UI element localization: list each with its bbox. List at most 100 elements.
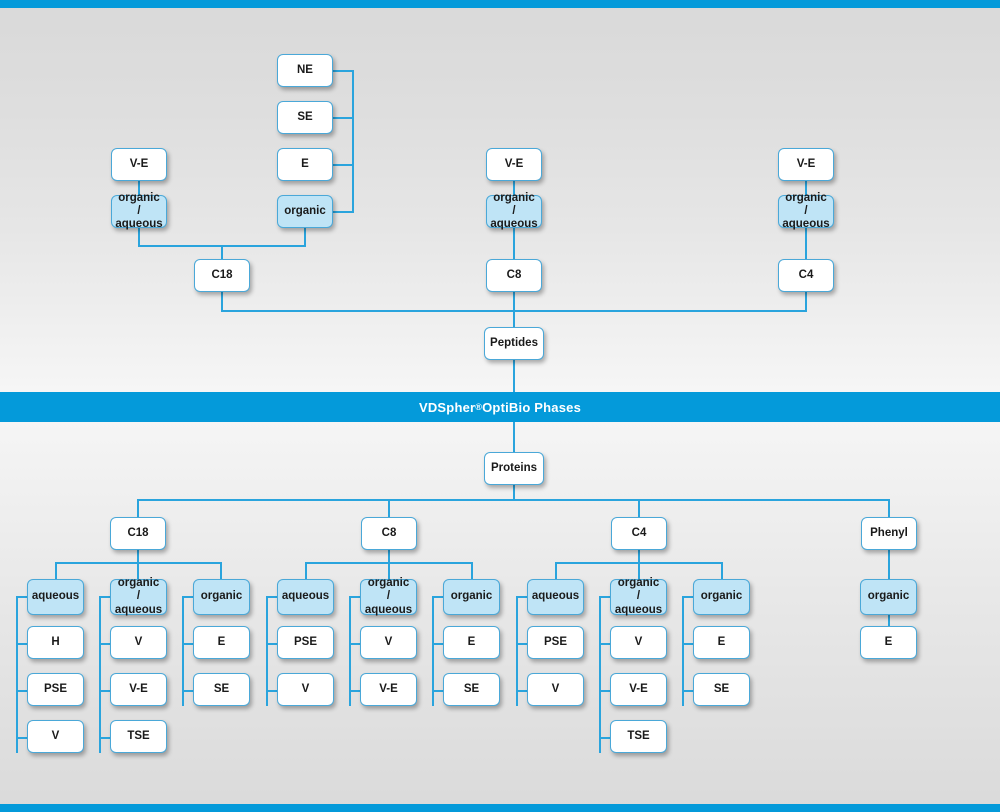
pro-phase-c18[interactable]: C18 — [110, 517, 166, 550]
pro-c18-aq-child-h[interactable]: H — [27, 626, 84, 659]
node-peptides[interactable]: Peptides — [484, 327, 544, 360]
banner-text-after: OptiBio Phases — [482, 399, 582, 415]
pro-phase-c8[interactable]: C8 — [361, 517, 417, 550]
pro-c8-mode-aqueous[interactable]: aqueous — [277, 579, 334, 615]
pep-c4-mode-organic-aqueous[interactable]: organic / aqueous — [778, 192, 834, 230]
connector-pro-c18-aq-stub-1 — [16, 643, 29, 645]
connector-pro-phenyl-to-organic — [888, 550, 890, 579]
connector-pep-c18-org-down — [304, 228, 306, 246]
pro-c18-mode-organic[interactable]: organic — [193, 579, 250, 615]
connector-proteins-down — [513, 485, 515, 500]
connector-pro-phenyl-org-to-e — [888, 615, 890, 626]
connector-pro-c18-org-stub-1 — [182, 643, 195, 645]
pro-c8-oa-child-v[interactable]: V — [360, 626, 417, 659]
box-label: E — [301, 157, 309, 170]
pro-c4-mode-organic[interactable]: organic — [693, 579, 750, 615]
pro-phase-c4[interactable]: C4 — [611, 517, 667, 550]
box-label: PSE — [293, 635, 317, 648]
connector-pep-c18-e-stub — [333, 164, 354, 166]
pro-c18-oa-child-tse[interactable]: TSE — [110, 720, 167, 753]
pro-c8-aq-child-v[interactable]: V — [277, 673, 334, 706]
pep-c18-mode-organic-aqueous[interactable]: organic / aqueous — [111, 192, 167, 230]
connector-pro-c4-to-oa — [638, 562, 640, 580]
connector-pro-c8-aq-stub-1 — [266, 643, 279, 645]
box-label: Phenyl — [870, 526, 908, 539]
pro-c18-org-child-e[interactable]: E — [193, 626, 250, 659]
pro-c18-mode-aqueous[interactable]: aqueous — [27, 579, 84, 615]
connector-pro-c8-org-stub-0 — [432, 596, 445, 598]
pro-c18-aq-child-v[interactable]: V — [27, 720, 84, 753]
connector-pep-c18-organic-bracket — [352, 70, 354, 212]
pro-c18-oa-child-v[interactable]: V — [110, 626, 167, 659]
connector-pro-c18-org-stub-0 — [182, 596, 195, 598]
pep-c18-organic-child-se[interactable]: SE — [277, 101, 333, 134]
pro-c8-org-child-e[interactable]: E — [443, 626, 500, 659]
pro-c8-org-child-se[interactable]: SE — [443, 673, 500, 706]
pro-c4-org-child-e[interactable]: E — [693, 626, 750, 659]
connector-pro-c4-aq-stub-2 — [516, 690, 529, 692]
pro-c4-mode-aqueous[interactable]: aqueous — [527, 579, 584, 615]
box-label: C8 — [381, 526, 397, 539]
pep-c8-oa-child-ve[interactable]: V-E — [486, 148, 542, 181]
pro-c4-oa-child-ve[interactable]: V-E — [610, 673, 667, 706]
connector-pro-c18-oa-stub-2 — [99, 690, 112, 692]
connector-pep-c18-oa-down — [138, 228, 140, 246]
pro-c8-mode-organic[interactable]: organic — [443, 579, 500, 615]
box-label: organic / aqueous — [782, 191, 830, 231]
pro-c4-org-child-se[interactable]: SE — [693, 673, 750, 706]
connector-pro-c4-oa-stub-1 — [599, 643, 612, 645]
bottom-accent-bar — [0, 804, 1000, 812]
pro-c4-oa-child-v[interactable]: V — [610, 626, 667, 659]
pep-c18-oa-child-ve[interactable]: V-E — [111, 148, 167, 181]
connector-peptides-to-banner — [513, 360, 515, 392]
pro-phenyl-org-child-e[interactable]: E — [860, 626, 917, 659]
connector-pro-c4-org-stub-2 — [682, 690, 695, 692]
pep-c4-oa-child-ve[interactable]: V-E — [778, 148, 834, 181]
pep-phase-c8[interactable]: C8 — [486, 259, 542, 292]
box-label: C8 — [506, 268, 522, 281]
box-label: E — [467, 635, 476, 648]
pro-c4-oa-child-tse[interactable]: TSE — [610, 720, 667, 753]
connector-pro-c8-oa-bracket — [349, 596, 351, 706]
box-label: aqueous — [531, 590, 580, 603]
connector-pro-c4-oa-bracket — [599, 596, 601, 753]
connector-bus-to-pro-c8 — [388, 499, 390, 517]
box-label: V — [634, 635, 643, 648]
node-proteins[interactable]: Proteins — [484, 452, 544, 485]
connector-pep-c18-organic-stub — [333, 211, 354, 213]
pro-phase-phenyl[interactable]: Phenyl — [861, 517, 917, 550]
connector-pep-c18-ne-stub — [333, 70, 354, 72]
box-label: H — [51, 635, 60, 648]
pro-c18-mode-organic-aqueous[interactable]: organic / aqueous — [110, 577, 167, 616]
box-label: PSE — [43, 682, 67, 695]
connector-pro-c18-org-bracket — [182, 596, 184, 706]
pro-c8-aq-child-pse[interactable]: PSE — [277, 626, 334, 659]
pro-c4-aq-child-v[interactable]: V — [527, 673, 584, 706]
connector-pep-c8-to-bus — [513, 292, 515, 311]
connector-pro-c8-org-stub-1 — [432, 643, 445, 645]
pep-phase-c18[interactable]: C18 — [194, 259, 250, 292]
pep-c18-organic-child-ne[interactable]: NE — [277, 54, 333, 87]
pep-c18-mode-organic[interactable]: organic — [277, 195, 333, 228]
pro-c4-mode-organic-aqueous[interactable]: organic / aqueous — [610, 577, 667, 616]
connector-pro-c18-aq-stub-2 — [16, 690, 29, 692]
box-label: aqueous — [281, 590, 330, 603]
box-label: C18 — [127, 526, 149, 539]
connector-bus-to-pro-phenyl — [888, 499, 890, 517]
pro-c18-oa-child-ve[interactable]: V-E — [110, 673, 167, 706]
connector-pro-c4-org-bracket — [682, 596, 684, 706]
pep-phase-c4[interactable]: C4 — [778, 259, 834, 292]
box-label: V-E — [796, 157, 816, 170]
box-label: organic — [200, 590, 243, 603]
pro-c18-org-child-se[interactable]: SE — [193, 673, 250, 706]
pro-phenyl-mode-organic[interactable]: organic — [860, 579, 917, 615]
pro-c18-aq-child-pse[interactable]: PSE — [27, 673, 84, 706]
pro-c8-oa-child-ve[interactable]: V-E — [360, 673, 417, 706]
banner-text-before: VDSpher — [418, 399, 476, 415]
pep-c18-organic-child-e[interactable]: E — [277, 148, 333, 181]
pep-c8-mode-organic-aqueous[interactable]: organic / aqueous — [486, 192, 542, 230]
pro-c4-aq-child-pse[interactable]: PSE — [527, 626, 584, 659]
connector-pro-c18-oa-stub-3 — [99, 737, 112, 739]
connector-pro-c8-down — [388, 550, 390, 563]
pro-c8-mode-organic-aqueous[interactable]: organic / aqueous — [360, 577, 417, 616]
